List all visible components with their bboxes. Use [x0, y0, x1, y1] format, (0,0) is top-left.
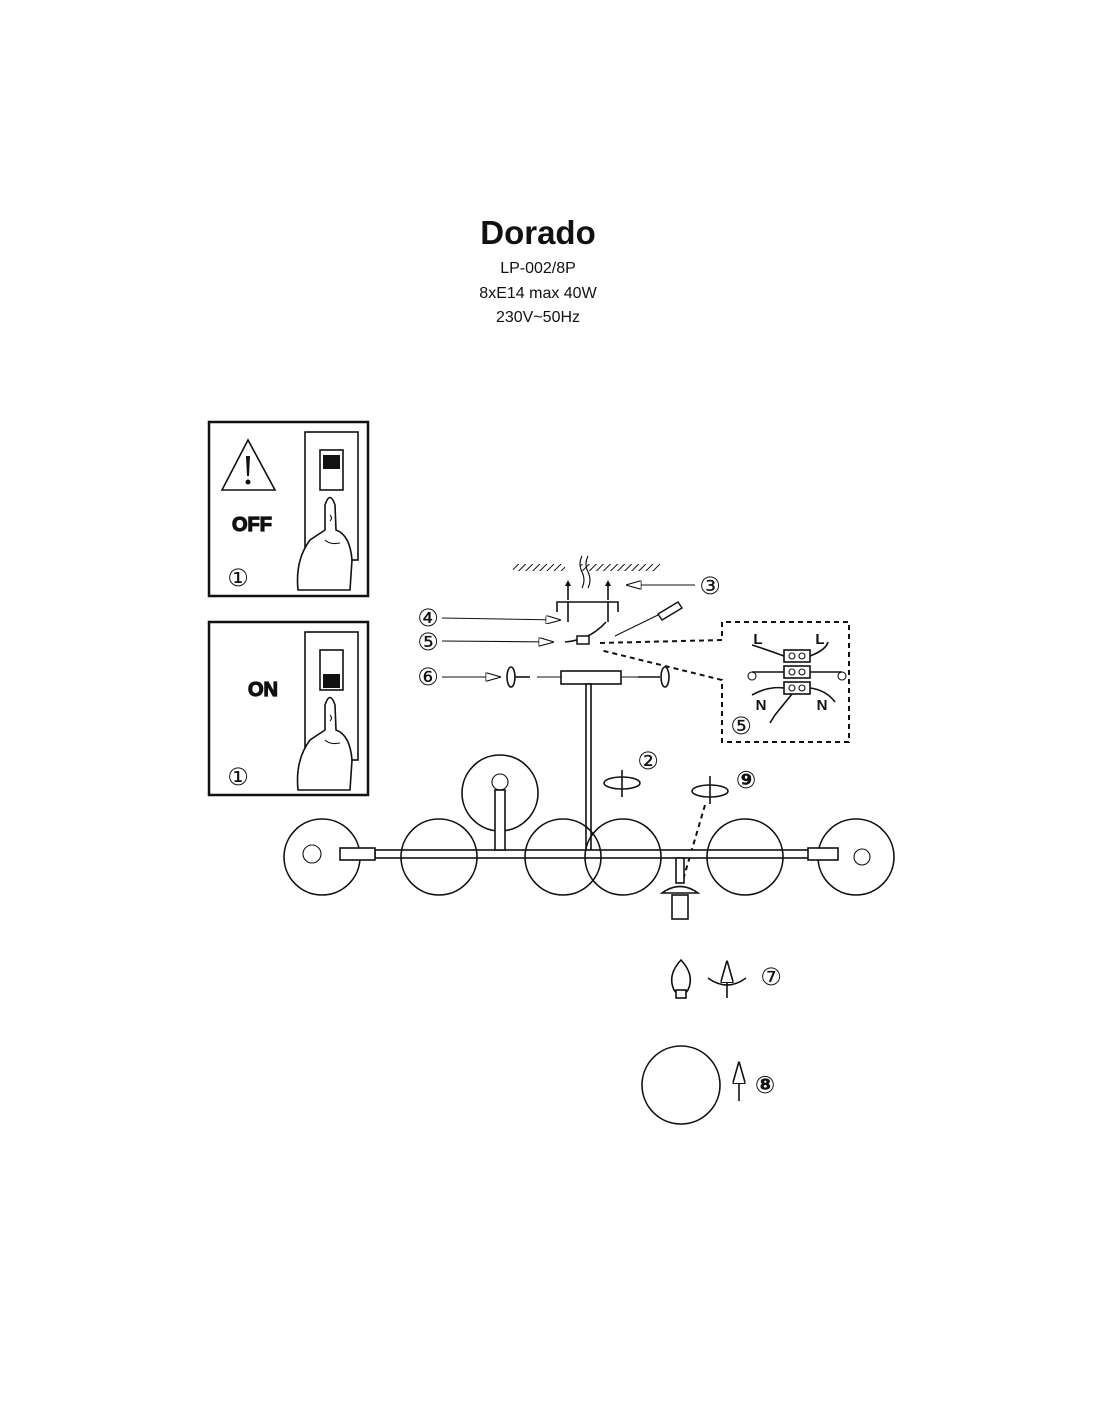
- step-4-label: ④: [417, 604, 439, 632]
- off-label: OFF: [232, 514, 272, 536]
- glass-globe: [400, 818, 478, 896]
- step-7-label: ⑦: [760, 963, 782, 991]
- fixture-bar: [374, 849, 821, 859]
- voltage-spec: 230V~50Hz: [496, 309, 580, 326]
- step-8-label: ⑧: [755, 1071, 775, 1099]
- ceiling-mount: [513, 555, 683, 645]
- terminal-block: [747, 641, 847, 724]
- wiring-inset-frame: [599, 621, 850, 743]
- screwdriver-icon: [614, 601, 683, 637]
- bulb-icon: [670, 958, 692, 999]
- chandelier: [283, 754, 895, 920]
- warning-icon: [220, 438, 277, 491]
- bulb-spec: 8xE14 max 40W: [479, 285, 597, 302]
- rotate-icon: [603, 770, 641, 797]
- step-9-label: ⑨: [736, 766, 756, 794]
- model-number: LP-002/8P: [500, 260, 576, 277]
- wire-neutral-left: N: [756, 697, 767, 714]
- wire-neutral-right: N: [817, 697, 828, 714]
- light-switch-icon: [304, 431, 359, 561]
- hand-icon: [296, 496, 353, 591]
- product-title: Dorado: [480, 214, 596, 251]
- on-label: ON: [248, 679, 278, 701]
- step-6-label: ⑥: [417, 663, 439, 691]
- wire-live-left: L: [753, 631, 762, 648]
- step-1-off: ①: [227, 564, 249, 592]
- glass-globe: [524, 818, 602, 896]
- power-on-panel: ON ①: [207, 620, 370, 797]
- step-5-inset-label: ⑤: [730, 712, 752, 740]
- wire-live-right: L: [815, 631, 824, 648]
- step-3-label: ③: [699, 572, 721, 600]
- arrow: [441, 641, 553, 642]
- screw-icon: [565, 580, 571, 600]
- screw-icon: [605, 580, 611, 600]
- arrow: [441, 618, 560, 620]
- step-1-on: ①: [227, 763, 249, 791]
- rotate-icon: [691, 776, 729, 804]
- glass-globe-icon: [641, 1045, 721, 1125]
- rotate-nut-icon: [506, 666, 530, 688]
- canopy: [560, 670, 622, 685]
- rotate-icon: [707, 962, 747, 998]
- power-off-panel: OFF ①: [207, 420, 370, 598]
- step-5-label: ⑤: [417, 628, 439, 656]
- step-2-label: ②: [637, 747, 659, 775]
- glass-globe: [706, 818, 784, 896]
- rotate-nut-icon: [638, 666, 670, 688]
- glass-globe: [584, 818, 662, 896]
- hand-icon: [296, 696, 353, 791]
